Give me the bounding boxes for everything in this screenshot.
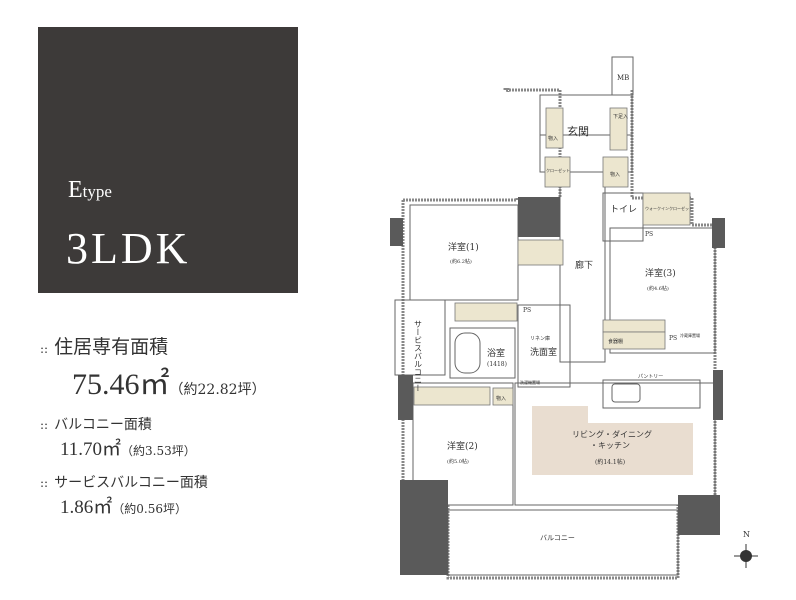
ldk-name: リビング・ダイニング: [572, 429, 652, 439]
wic-label: ウォークインクローゼット: [645, 205, 693, 211]
ps-label: PS: [523, 307, 531, 314]
room2-name: 洋室(2): [447, 440, 478, 452]
layout-label: 3LDK: [66, 224, 191, 273]
north-compass-icon: N: [734, 530, 758, 568]
bath-size: (1418): [487, 361, 507, 368]
hallway-label: 廊下: [575, 259, 593, 271]
linen-label: リネン庫: [530, 335, 550, 342]
room3-name: 洋室(3): [645, 267, 676, 279]
storage-label: 物入: [548, 135, 558, 142]
ldk-area: [532, 406, 693, 475]
spec-balcony-area: ::バルコニー面積 11.70㎡（約3.53坪）: [40, 417, 196, 460]
service-balcony-label: サービスバルコニー: [414, 320, 423, 392]
spec-floor-area: ::住居専有面積 75.46㎡（約22.82坪）: [40, 336, 266, 401]
toilet-label: トイレ: [610, 205, 637, 215]
food-storage-label: 食器棚: [608, 338, 623, 345]
pantry-label: パントリー: [638, 374, 663, 380]
spec-service-balcony-area: ::サービスバルコニー面積 1.86㎡（約0.56坪）: [40, 475, 208, 518]
ps-label: PS: [669, 335, 677, 342]
room2-size: (約5.0帖): [447, 458, 469, 465]
unit-type-label: Etype: [68, 177, 112, 203]
bath-label: 浴室: [487, 347, 505, 359]
ps-label: PS: [645, 231, 653, 238]
ldk-name2: ・キッチン: [590, 441, 630, 450]
balcony-label: バルコニー: [540, 534, 575, 542]
fridge-label: 冷蔵庫置場: [680, 332, 700, 338]
room1-name: 洋室(1): [448, 241, 479, 253]
svg-text:N: N: [743, 530, 750, 539]
dryer-label: 洗濯機置場: [520, 379, 540, 385]
storage-label: 物入: [610, 171, 620, 178]
genkan-label: 玄関: [567, 124, 589, 138]
ldk-size: (約14.1帖): [595, 458, 625, 466]
unit-type-box: Etype 3LDK: [38, 27, 298, 293]
getabako-label: 下足入: [613, 114, 628, 120]
washroom-label: 洗面室: [530, 346, 557, 358]
storage-label: 物入: [496, 395, 506, 402]
room3-size: (約4.6帖): [647, 285, 669, 292]
mb-label: MB: [617, 74, 629, 82]
room1-size: (約6.2帖): [450, 258, 472, 265]
closet-label: クローゼット: [546, 167, 570, 173]
